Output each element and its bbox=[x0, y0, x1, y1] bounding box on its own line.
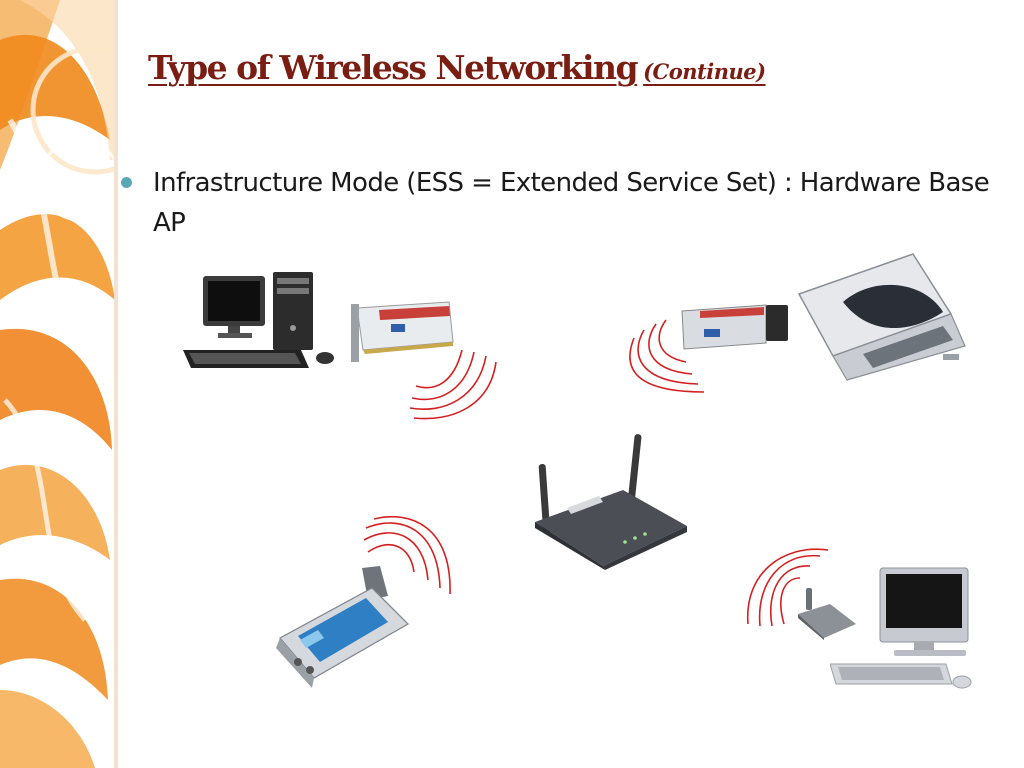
desktop-computer-icon bbox=[183, 272, 334, 368]
wireless-signal-waves-icon bbox=[629, 319, 705, 393]
slide-title: Type of Wireless Networking(Continue) bbox=[148, 48, 766, 87]
wireless-signal-waves-icon bbox=[363, 516, 451, 595]
slide-title-main: Type of Wireless Networking bbox=[148, 48, 639, 87]
slide-title-suffix: (Continue) bbox=[643, 59, 766, 84]
wireless-signal-waves-icon bbox=[409, 349, 497, 420]
decorative-swirl-border bbox=[0, 0, 118, 768]
access-point-router-icon bbox=[535, 434, 687, 570]
pcmcia-wireless-card-icon bbox=[681, 304, 788, 350]
usb-wireless-adapter-icon bbox=[798, 588, 856, 640]
pci-wireless-card-icon bbox=[351, 301, 454, 362]
pda-handheld-icon bbox=[276, 566, 409, 688]
bullet-marker bbox=[121, 177, 132, 188]
bullet-text: Infrastructure Mode (ESS = Extended Serv… bbox=[153, 168, 990, 238]
laptop-icon bbox=[797, 253, 966, 381]
wireless-signal-waves-icon bbox=[747, 548, 829, 627]
desktop-computer-icon bbox=[830, 567, 972, 689]
